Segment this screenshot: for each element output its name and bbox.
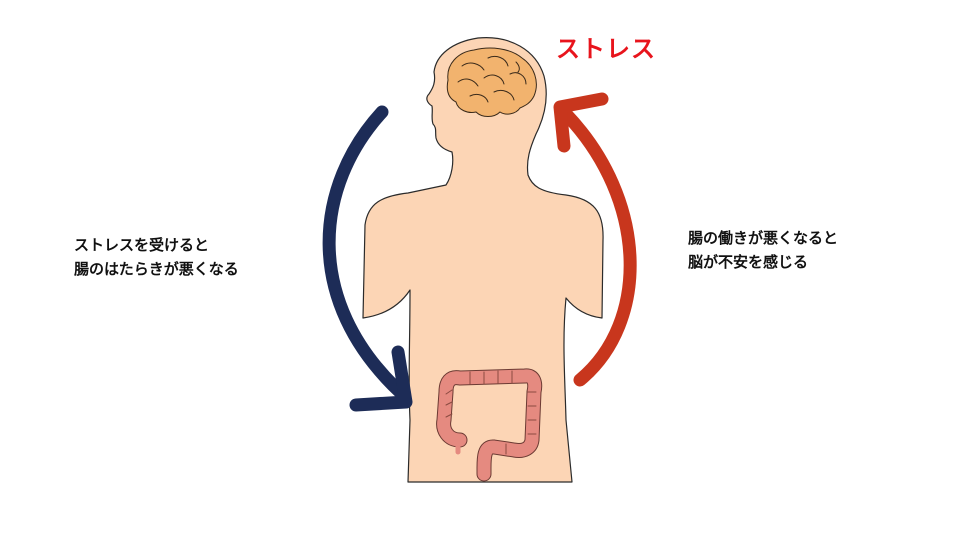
- left-caption: ストレスを受けると 腸のはたらきが悪くなる: [74, 233, 239, 281]
- right-caption-line-1: 腸の働きが悪くなると: [688, 229, 839, 247]
- brain-icon: [446, 47, 537, 117]
- right-caption: 腸の働きが悪くなると 脳が不安を感じる: [688, 226, 838, 274]
- intestine-icon: [436, 368, 543, 482]
- brain-fold: [493, 89, 515, 101]
- human-torso-icon: [362, 37, 604, 483]
- brain-fold: [457, 78, 479, 87]
- curved-down-arrow-icon: [322, 105, 413, 412]
- brain-fold: [515, 61, 520, 73]
- curved-up-arrow-icon: [553, 92, 637, 387]
- brain-fold: [487, 55, 509, 67]
- right-arrow-head: [553, 92, 609, 153]
- right-caption-line-2: 脳が不安を感じる: [688, 253, 809, 271]
- left-arrow-head: [349, 345, 413, 412]
- brain-fold: [509, 72, 527, 85]
- left-caption-line-2: 腸のはたらきが悪くなる: [74, 260, 239, 278]
- brain-shape: [446, 47, 537, 117]
- left-arrow-shaft: [322, 105, 407, 399]
- body-silhouette: [362, 37, 604, 483]
- brain-fold: [461, 62, 485, 71]
- brain-fold: [483, 74, 505, 85]
- intestine-folds: [445, 370, 537, 455]
- left-caption-line-1: ストレスを受けると: [74, 236, 210, 254]
- brain-fold: [469, 93, 489, 103]
- stress-title: ストレス: [556, 35, 656, 63]
- right-arrow-shaft: [559, 107, 637, 387]
- intestine-body: [437, 369, 542, 481]
